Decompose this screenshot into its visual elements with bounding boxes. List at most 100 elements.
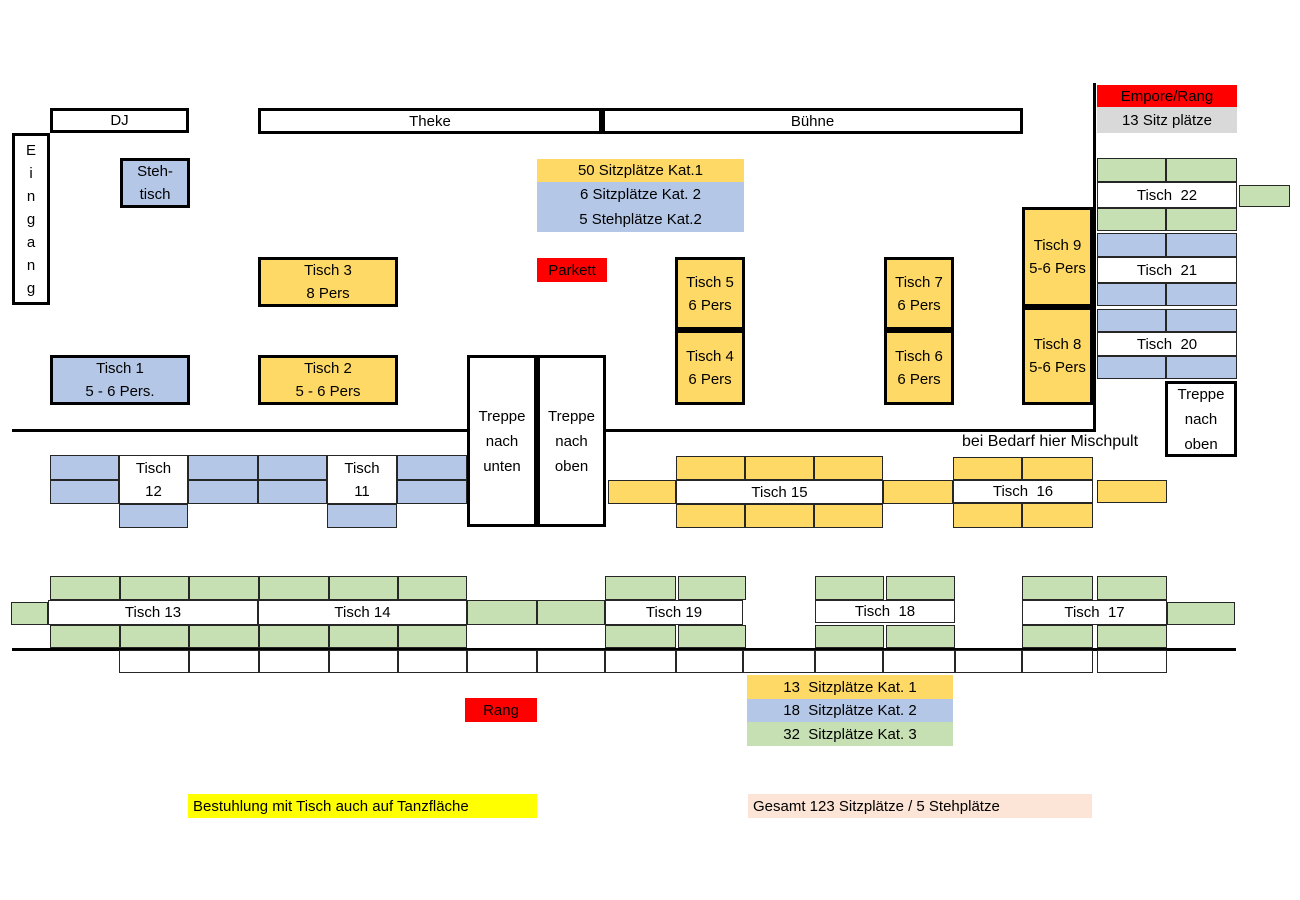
note-bestuhlung: Bestuhlung mit Tisch auch auf Tanzfläche [188,794,537,818]
treppe-nach-unten-box: Treppe nach unten [467,355,537,527]
seat-cell-yellow [953,457,1022,480]
seat-cell-white [883,650,955,673]
treppe-nach-oben-box-text: nach [555,432,588,450]
seat-cell-yellow [1097,480,1167,503]
tisch6-box-text: Tisch 6 [895,347,943,365]
stehtisch-box: Steh-tisch [120,158,190,208]
seat-cell-green [189,625,259,648]
seat-cell-blue [50,480,119,504]
seat-cell-white [189,650,259,673]
seat-cell-green [329,625,398,648]
tisch9-box-text: 5-6 Pers [1029,260,1086,277]
tisch14-label: Tisch 14 [258,600,467,625]
treppe-nach-oben-box-text: Treppe [548,407,595,425]
wall-lower-right [606,429,1095,432]
tisch4-box-text: 6 Pers [688,370,732,388]
seat-cell-blue [258,455,327,480]
seat-cell-white [467,650,537,673]
tisch16-label-text: Tisch 16 [992,483,1054,500]
tisch13-label-text: Tisch 13 [124,604,182,621]
eingang-box-text: a [26,233,36,251]
tisch5-box-text: Tisch 5 [686,273,734,291]
eingang-box-text: i [29,164,33,182]
tisch2-box-text: 5 - 6 Pers [295,383,361,400]
tisch3-box-text: 8 Pers [306,285,350,302]
seat-cell-green [605,625,676,648]
eingang-box-text: n [26,256,36,274]
legend-bottom-kat2: 18 Sitzplätze Kat. 2 [747,699,953,722]
seat-cell-blue [1166,233,1237,257]
seat-cell-blue [1166,309,1237,332]
tisch3-box: Tisch 3 8 Pers [258,257,398,307]
tisch22-label-text: Tisch 22 [1136,186,1198,204]
seat-cell-green [50,625,120,648]
seat-cell-green [1239,185,1290,207]
seat-cell-white [743,650,815,673]
seat-cell-blue [188,455,258,480]
seat-cell-green [329,576,398,600]
treppe-nach-unten-box-text: unten [483,457,521,475]
parkett-label: Parkett [537,258,607,282]
tisch18-label-text: Tisch 18 [854,603,916,620]
legend-bottom-kat3: 32 Sitzplätze Kat. 3 [747,722,953,746]
legend-bottom-kat3-text: 32 Sitzplätze Kat. 3 [783,725,917,743]
seat-cell-green [398,625,467,648]
tisch21-label: Tisch 21 [1097,257,1237,283]
tisch22-label: Tisch 22 [1097,182,1237,208]
tisch19-label-text: Tisch 19 [645,604,703,621]
tisch18-label: Tisch 18 [815,600,955,623]
seat-cell-blue [188,480,258,504]
tisch8-box-text: 5-6 Pers [1029,359,1086,376]
treppe-nach-oben-right-box-text: oben [1184,435,1218,453]
legend-top-kat2-steh-text: 5 Stehplätze Kat.2 [579,210,702,228]
treppe-nach-unten-box-text: Treppe [478,407,526,425]
seat-cell-yellow [814,456,883,480]
tisch16-label: Tisch 16 [953,480,1093,503]
seat-cell-yellow [608,480,676,504]
tisch6-box-text: 6 Pers [897,370,941,388]
legend-top-kat1-text: 50 Sitzplätze Kat.1 [577,162,704,179]
wall-lower-left [12,429,467,432]
tisch21-label-text: Tisch 21 [1136,261,1198,279]
seat-cell-white [329,650,398,673]
seat-cell-blue [50,455,119,480]
seat-cell-green [1097,208,1166,231]
tisch17-label: Tisch 17 [1022,600,1167,625]
seat-cell-white [398,650,467,673]
seat-cell-yellow [1022,503,1093,528]
seat-cell-blue [1097,309,1166,332]
tisch1-box-text: Tisch 1 [96,360,144,377]
tisch4-box-text: Tisch 4 [686,347,734,365]
eingang-box-text: g [26,210,36,228]
seat-cell-blue [1166,283,1237,306]
seat-cell-green [537,600,605,625]
seat-cell-yellow [1022,457,1093,480]
tisch11-label-text: 11 [354,482,370,500]
seat-cell-yellow [676,456,745,480]
seat-cell-green [1097,625,1167,648]
seat-cell-blue [397,455,467,480]
tisch3-box-text: Tisch 3 [304,262,352,279]
legend-bottom-kat2-text: 18 Sitzplätze Kat. 2 [783,702,917,719]
buehne-box: Bühne [602,108,1023,134]
seat-cell-blue [1097,233,1166,257]
legend-bottom-kat1: 13 Sitzplätze Kat. 1 [747,675,953,699]
empore-seats-label: 13 Sitz plätze [1097,107,1237,133]
tisch20-label-text: Tisch 20 [1136,335,1198,353]
seat-cell-blue [258,480,327,504]
seat-cell-yellow [814,504,883,528]
seat-cell-green [1167,602,1235,625]
buehne-box-text: Bühne [790,112,835,130]
treppe-nach-unten-box-text: nach [485,432,519,450]
seat-cell-green [886,625,955,648]
seat-cell-green [678,576,746,600]
tisch13-label: Tisch 13 [48,600,258,625]
seat-cell-yellow [745,504,814,528]
tisch2-box-text: Tisch 2 [304,360,352,377]
rang-label: Rang [465,698,537,722]
legend-top-kat2-sitz: 6 Sitzplätze Kat. 2 [537,182,744,206]
